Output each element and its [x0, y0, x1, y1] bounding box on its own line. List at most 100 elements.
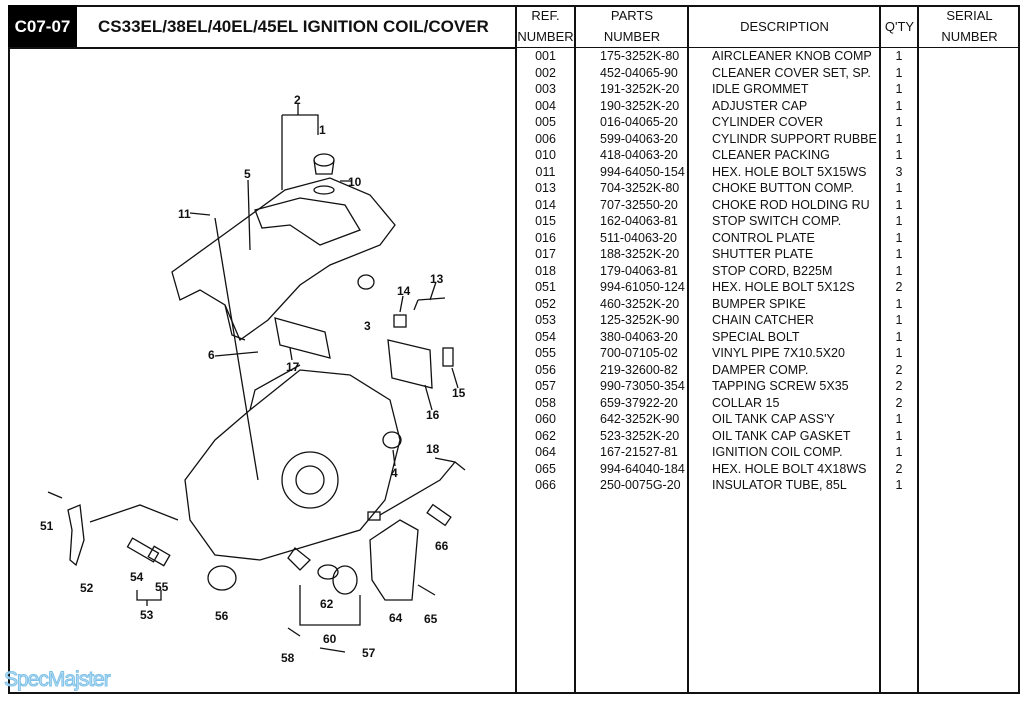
quantity: 1 [895, 346, 903, 360]
description: CLEANER COVER SET, SP. [712, 65, 871, 80]
parts-number: 659-37922-20 [600, 395, 678, 410]
watermark-logo: SpecMajster [4, 668, 112, 692]
quantity: 1 [895, 197, 903, 212]
ref-number: 006 [535, 131, 556, 146]
quantity: 3 [895, 164, 903, 179]
ref-number: 053 [535, 313, 556, 327]
column-divider [515, 5, 517, 694]
parts-number: 700-07105-02 [600, 346, 678, 360]
quantity: 1 [895, 148, 903, 162]
header-qty: Q'TY [884, 18, 915, 34]
description: CONTROL PLATE [712, 230, 815, 245]
quantity: 1 [895, 214, 903, 228]
callout-label: 17 [286, 360, 300, 374]
parts-number: 460-3252K-20 [600, 296, 680, 311]
description: VINYL PIPE 7X10.5X20 [712, 346, 845, 360]
parts-number: 704-3252K-80 [600, 181, 680, 195]
ref-number: 052 [535, 296, 556, 311]
callout-label: 54 [130, 570, 144, 584]
quantity: 1 [895, 412, 903, 426]
description: AIRCLEANER KNOB COMP [712, 49, 872, 63]
description: CHAIN CATCHER [712, 313, 814, 327]
quantity: 1 [895, 478, 903, 492]
header-divider [516, 47, 1020, 48]
exploded-parts-diagram: 2 1 10 5 11 3 14 13 17 6 16 15 4 18 51 5… [40, 93, 466, 665]
parts-number: 167-21527-81 [600, 445, 678, 459]
parts-number: 523-3252K-20 [600, 428, 680, 443]
callout-label: 55 [155, 580, 169, 594]
ref-number: 065 [535, 461, 556, 476]
quantity: 1 [895, 82, 903, 96]
ref-number: 016 [535, 230, 556, 245]
ref-number: 056 [535, 362, 556, 377]
ref-number: 018 [535, 263, 556, 278]
page-title: CS33EL/38EL/40EL/45EL IGNITION COIL/COVE… [98, 16, 489, 36]
parts-number: 642-3252K-90 [600, 412, 680, 426]
parts-number: 190-3252K-20 [600, 98, 680, 113]
quantity: 1 [895, 230, 903, 245]
description: COLLAR 15 [712, 395, 780, 410]
ref-number: 054 [535, 329, 556, 344]
parts-number: 188-3252K-20 [600, 247, 680, 261]
description: INSULATOR TUBE, 85L [712, 478, 847, 492]
callout-label: 65 [424, 612, 438, 626]
callout-label: 3 [364, 319, 371, 333]
ref-number: 058 [535, 395, 556, 410]
ref-number: 003 [535, 82, 556, 96]
quantity: 1 [895, 49, 903, 63]
callout-label: 10 [348, 175, 362, 189]
callout-label: 2 [294, 93, 301, 107]
description: CYLINDER COVER [712, 115, 824, 129]
section-code: C07-07 [8, 5, 77, 48]
ref-number: 017 [535, 247, 556, 261]
ref-number: 057 [535, 379, 556, 393]
callout-label: 57 [362, 646, 376, 660]
parts-number: 179-04063-81 [600, 263, 678, 278]
callout-label: 4 [391, 466, 398, 480]
parts-number: 175-3252K-80 [600, 49, 680, 63]
callout-label: 16 [426, 408, 440, 422]
parts-number: 707-32550-20 [600, 197, 678, 212]
description: SHUTTER PLATE [712, 247, 814, 261]
description: DAMPER COMP. [712, 362, 809, 377]
ref-number: 004 [535, 98, 556, 113]
callout-label: 53 [140, 608, 154, 622]
description: CYLINDR SUPPORT RUBBE [712, 131, 877, 146]
column-divider [687, 5, 689, 694]
description: BUMPER SPIKE [712, 296, 806, 311]
ref-number: 013 [535, 181, 556, 195]
quantity: 1 [895, 131, 903, 146]
ref-number: 001 [535, 49, 556, 63]
column-divider [879, 5, 881, 694]
callout-label: 62 [320, 597, 334, 611]
quantity: 2 [895, 395, 903, 410]
quantity: 2 [895, 280, 903, 294]
callout-label: 66 [435, 539, 449, 553]
callout-label: 11 [178, 207, 191, 221]
callout-label: 1 [319, 123, 326, 137]
description: CHOKE ROD HOLDING RU [712, 197, 870, 212]
ref-number: 055 [535, 346, 556, 360]
description: HEX. HOLE BOLT 5X12S [712, 280, 855, 294]
parts-number: 162-04063-81 [600, 214, 678, 228]
ref-number: 015 [535, 214, 556, 228]
parts-number: 380-04063-20 [600, 329, 678, 344]
callout-labels: 2 1 10 5 11 3 14 13 17 6 16 15 4 18 51 5… [40, 93, 466, 665]
callout-label: 13 [430, 272, 444, 286]
quantity: 1 [895, 313, 903, 327]
description: ADJUSTER CAP [712, 98, 808, 113]
ref-number: 060 [535, 412, 556, 426]
quantity: 1 [895, 263, 903, 278]
ref-number: 066 [535, 478, 556, 492]
quantity: 1 [895, 65, 903, 80]
description: TAPPING SCREW 5X35 [712, 379, 849, 393]
ref-number: 014 [535, 197, 556, 212]
callout-label: 52 [80, 581, 94, 595]
callout-label: 64 [389, 611, 403, 625]
ignition-coil [369, 519, 419, 601]
crankcase [184, 369, 401, 561]
description: STOP SWITCH COMP. [712, 214, 842, 228]
callout-label: 5 [244, 167, 251, 181]
parts-number: 219-32600-82 [600, 362, 678, 377]
